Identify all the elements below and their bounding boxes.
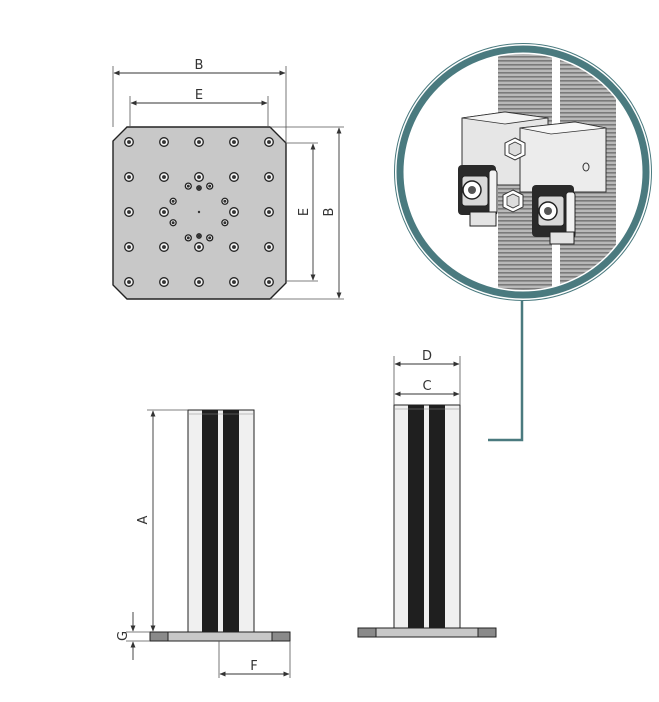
plate-holes (124, 137, 274, 287)
dim-label-f: F (250, 659, 257, 674)
clamp-right (532, 185, 576, 245)
mounting-hole-bore (127, 280, 131, 284)
clamp-left (458, 165, 498, 227)
mounting-hole-bore (232, 245, 236, 249)
side-column (393, 404, 461, 629)
small-hole-bore (171, 199, 175, 203)
small-hole-bore (208, 236, 212, 240)
mounting-hole-bore (197, 140, 201, 144)
pin-hole-bore (197, 186, 201, 190)
mounting-hole-bore (267, 175, 271, 179)
mounting-hole-bore (162, 175, 166, 179)
dim-label-e-side: E (297, 208, 312, 216)
pin-hole-bore (197, 234, 201, 238)
mounting-hole-bore (127, 140, 131, 144)
mounting-hole-bore (162, 280, 166, 284)
mounting-hole-bore (162, 140, 166, 144)
dim-label-c: C (422, 379, 431, 394)
mounting-hole-bore (162, 210, 166, 214)
small-hole-bore (223, 221, 227, 225)
mounting-hole-bore (267, 210, 271, 214)
mounting-hole-bore (267, 245, 271, 249)
side-view: D C (357, 349, 497, 638)
dim-label-a: A (136, 515, 151, 524)
mounting-hole-bore (197, 280, 201, 284)
dim-label-b-side: B (322, 208, 337, 217)
small-hole-bore (208, 184, 212, 188)
small-hole-bore (186, 184, 190, 188)
dim-label-d: D (422, 349, 432, 364)
plate-center-mark (197, 210, 201, 214)
mounting-hole-bore (197, 175, 201, 179)
dim-label-b-top: B (195, 58, 204, 73)
mounting-hole-bore (232, 175, 236, 179)
top-view: B E E B (112, 58, 344, 300)
mounting-hole-bore (232, 210, 236, 214)
detail-view (394, 43, 652, 442)
dim-label-e-top: E (195, 88, 203, 103)
front-column (187, 409, 255, 633)
mounting-hole-bore (197, 245, 201, 249)
front-view: A G F (116, 409, 291, 678)
mounting-hole-bore (232, 280, 236, 284)
mounting-hole-bore (162, 245, 166, 249)
mounting-hole-bore (232, 140, 236, 144)
mounting-hole-bore (267, 140, 271, 144)
dim-label-g: G (116, 631, 131, 641)
side-base-plate (357, 627, 497, 638)
small-hole-bore (171, 221, 175, 225)
detail-circle-ring (396, 45, 650, 299)
mounting-hole-bore (127, 210, 131, 214)
mounting-hole-bore (267, 280, 271, 284)
mounting-hole-bore (127, 175, 131, 179)
mounting-hole-bore (127, 245, 131, 249)
front-base-plate (149, 631, 291, 642)
small-hole-bore (223, 199, 227, 203)
small-hole-bore (186, 236, 190, 240)
detail-leader-line (488, 301, 524, 442)
